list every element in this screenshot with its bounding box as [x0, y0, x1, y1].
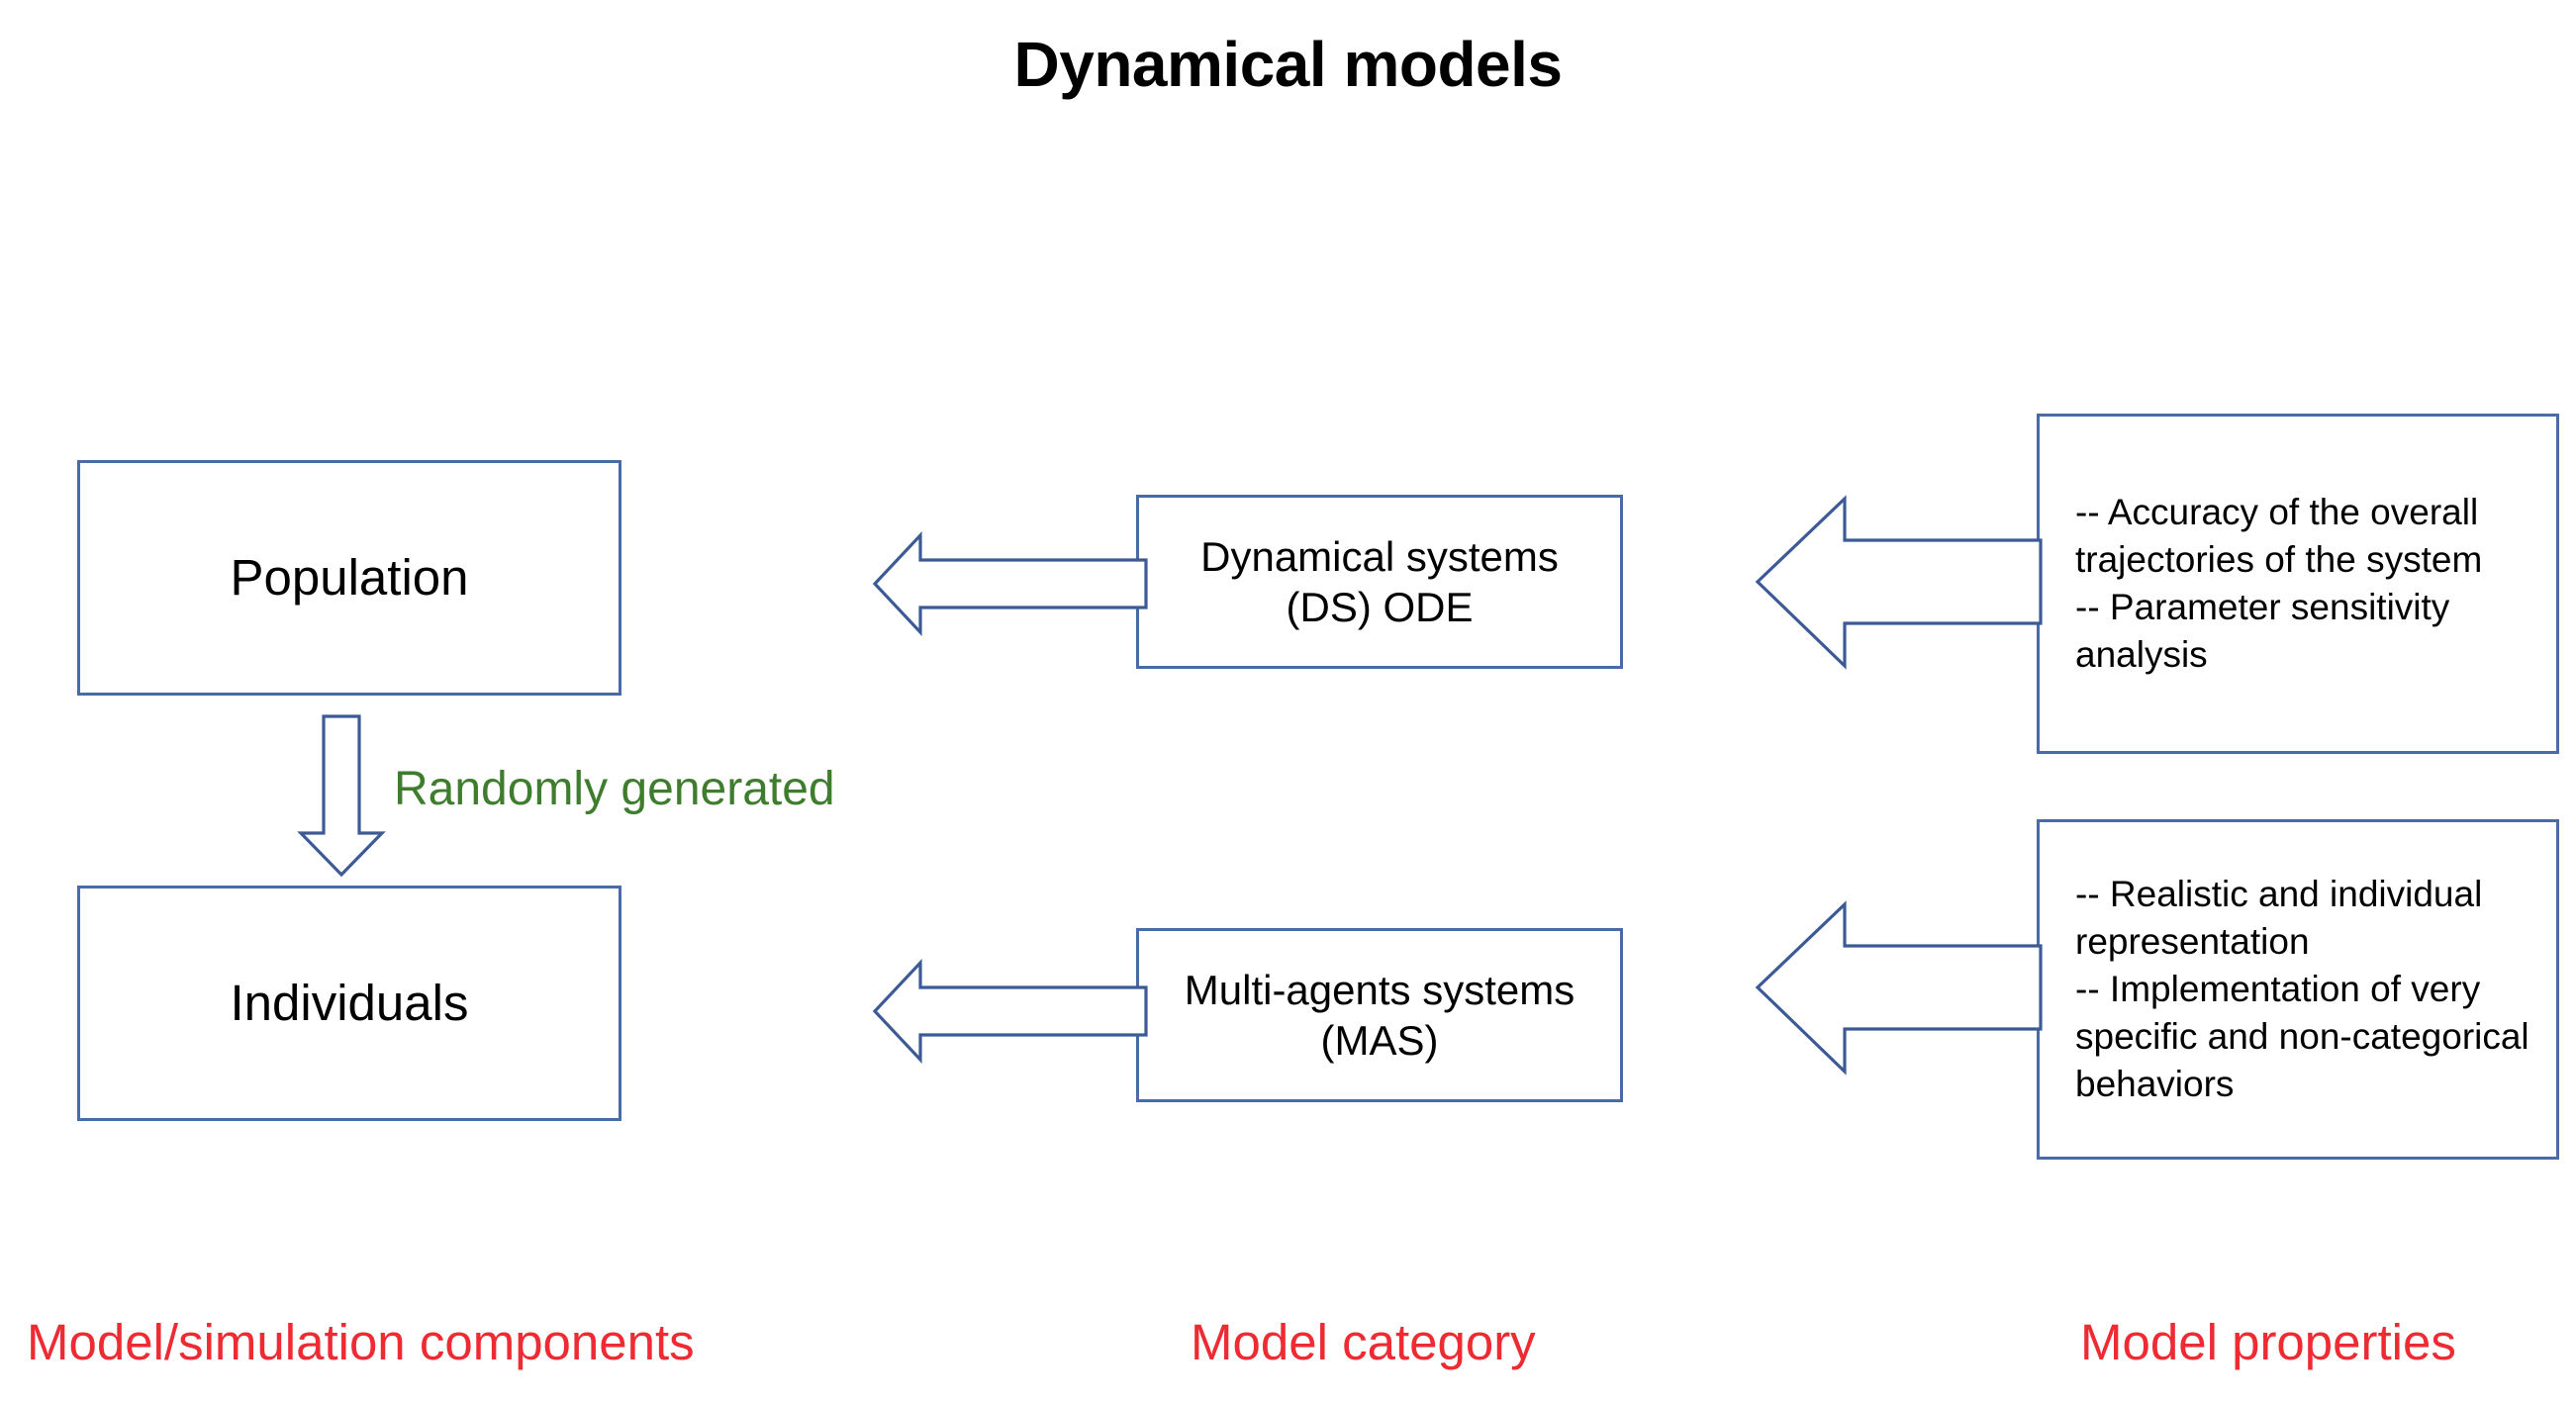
node-individuals-label: Individuals: [230, 974, 469, 1031]
page-title: Dynamical models: [1013, 29, 1564, 100]
arrow-left-properties-to-ds-icon: [1755, 495, 2043, 670]
caption-model-simulation-components: Model/simulation components: [27, 1314, 695, 1370]
node-multi-agent-systems-label: Multi-agents systems (MAS): [1184, 966, 1575, 1064]
caption-model-properties: Model properties: [2080, 1314, 2456, 1370]
arrow-left-mas-to-individuals-icon: [872, 958, 1148, 1065]
arrow-left-ds-to-population-icon: [872, 530, 1148, 637]
node-ds-properties[interactable]: -- Accuracy of the overall trajectories …: [2037, 414, 2559, 754]
randomly-generated-label: Randomly generated: [394, 763, 835, 815]
node-multi-agent-systems[interactable]: Multi-agents systems (MAS): [1136, 928, 1623, 1102]
caption-model-category: Model category: [1191, 1314, 1536, 1370]
arrow-left-properties-to-mas-icon: [1755, 900, 2043, 1076]
node-mas-properties[interactable]: -- Realistic and individual representati…: [2037, 819, 2559, 1160]
node-mas-properties-label: -- Realistic and individual representati…: [2075, 873, 2529, 1105]
node-ds-properties-label: -- Accuracy of the overall trajectories …: [2075, 491, 2483, 676]
arrow-down-icon: [297, 714, 386, 878]
node-dynamical-systems[interactable]: Dynamical systems (DS) ODE: [1136, 495, 1623, 669]
node-dynamical-systems-label: Dynamical systems (DS) ODE: [1200, 532, 1559, 630]
node-population-label: Population: [230, 548, 469, 606]
node-individuals[interactable]: Individuals: [77, 886, 621, 1121]
node-population[interactable]: Population: [77, 460, 621, 696]
